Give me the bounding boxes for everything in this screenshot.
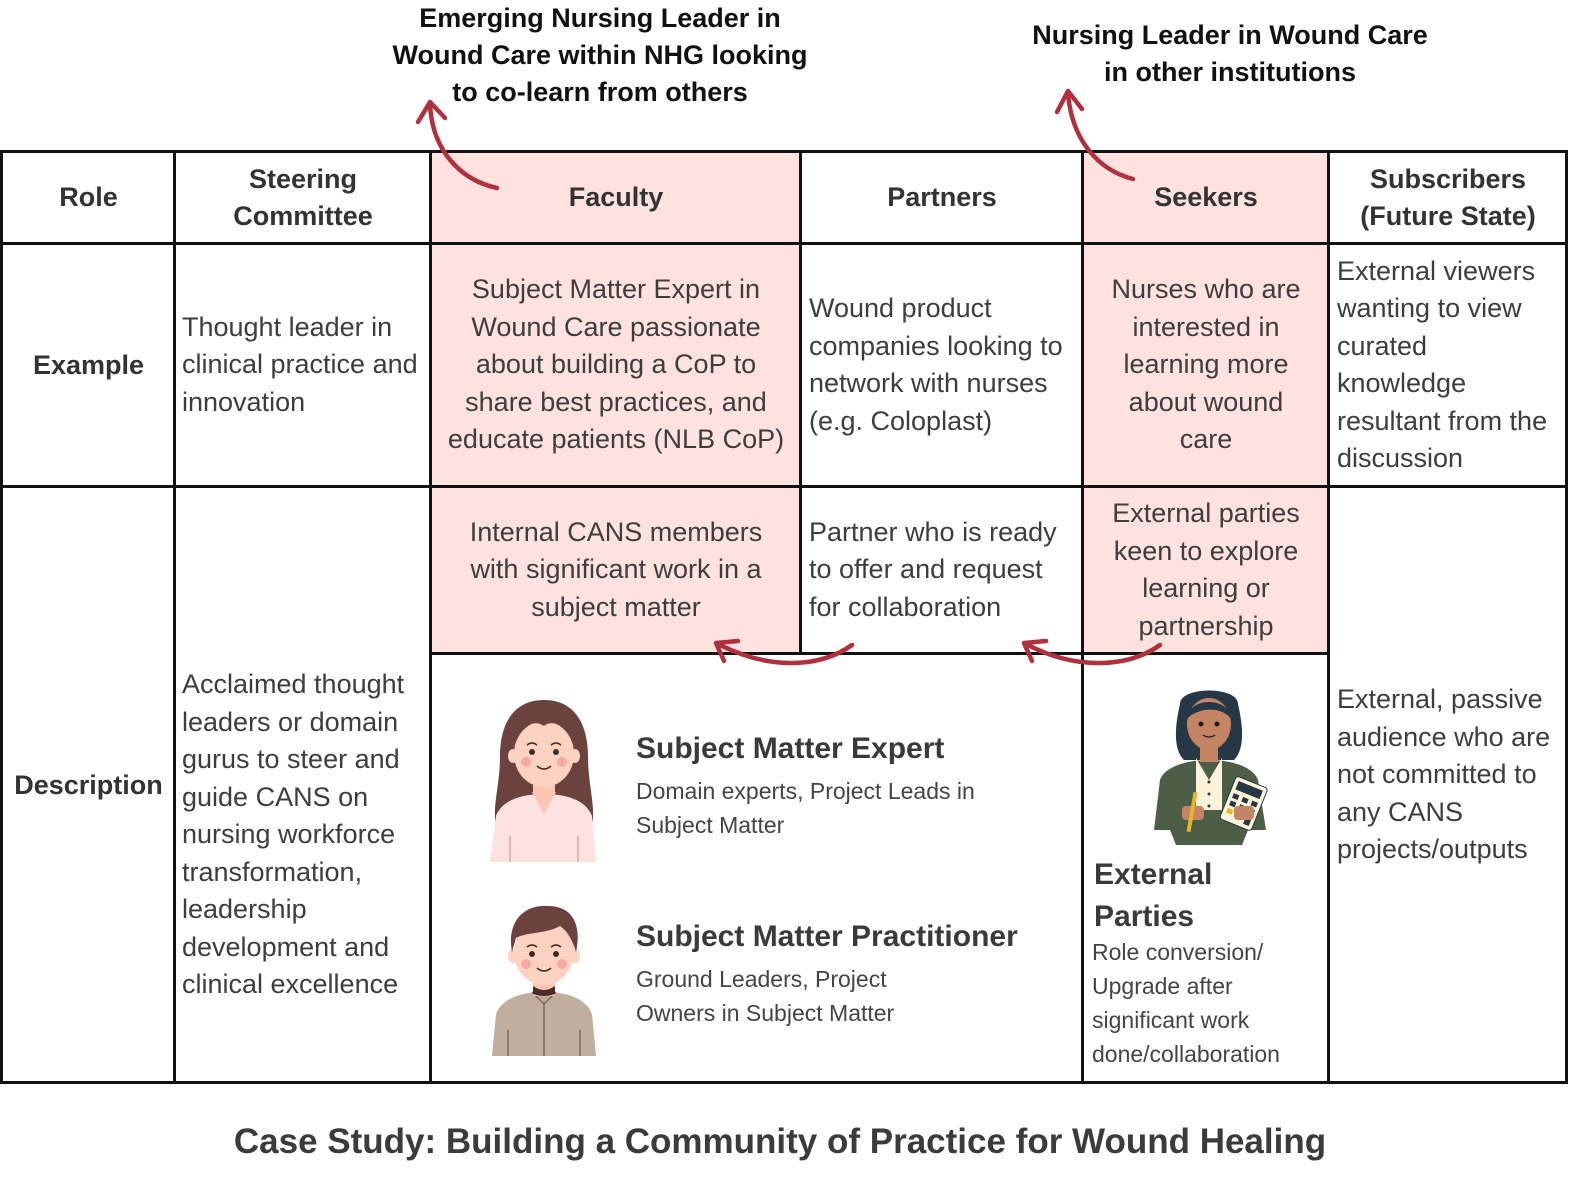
- column-header-partners: Partners: [887, 182, 997, 212]
- table-divider-inner-description: [430, 652, 1330, 655]
- persona-subject-matter-practitioner: Subject Matter Practitioner Ground Leade…: [486, 894, 1066, 1059]
- seekers-callout: Nursing Leader in Wound Care in other in…: [1032, 20, 1428, 87]
- persona-description: Domain experts, Project Leads in Subject…: [636, 778, 975, 838]
- businesswoman-calculator-avatar-icon: [1154, 690, 1268, 845]
- faculty-callout: Emerging Nursing Leader in Wound Care wi…: [392, 3, 808, 107]
- persona-description: Role conversion/ Upgrade after significa…: [1092, 939, 1280, 1067]
- persona-name: External Parties: [1094, 858, 1213, 933]
- table-border-right: [1565, 150, 1568, 1084]
- column-header-faculty: Faculty: [568, 182, 664, 212]
- subscribers-description: External, passive audience who are not c…: [1337, 684, 1551, 865]
- persona-name: Subject Matter Expert: [636, 732, 945, 765]
- faculty-example: Subject Matter Expert in Wound Care pass…: [447, 274, 785, 455]
- subscribers-example: External viewers wanting to view curated…: [1337, 255, 1548, 474]
- table-border-left: [0, 150, 3, 1084]
- table-border-top: [0, 150, 1568, 153]
- persona-external-parties: External Parties Role conversion/ Upgrad…: [1086, 680, 1326, 1080]
- persona-subject-matter-expert: Subject Matter Expert Domain experts, Pr…: [486, 696, 1046, 866]
- partners-example: Wound product companies looking to netwo…: [809, 293, 1063, 436]
- persona-name: Subject Matter Practitioner: [636, 920, 1018, 953]
- seekers-example: Nurses who are interested in learning mo…: [1111, 274, 1301, 455]
- column-header-subscribers: Subscribers (Future State): [1360, 163, 1536, 231]
- row-header-example: Example: [32, 349, 145, 380]
- table-col-divider: [173, 150, 176, 1084]
- diagram-title: Case Study: Building a Community of Prac…: [233, 1122, 1327, 1161]
- table-col-divider: [1081, 150, 1084, 1084]
- persona-description: Ground Leaders, Project Owners in Subjec…: [636, 966, 895, 1026]
- column-header-seekers: Seekers: [1154, 182, 1258, 212]
- table-divider-example: [0, 485, 1568, 488]
- table-divider-header: [0, 242, 1568, 245]
- faculty-description-bg: [432, 488, 800, 652]
- table-col-divider: [799, 150, 802, 655]
- table-border-bottom: [0, 1081, 1568, 1084]
- partners-description: Partner who is ready to offer and reques…: [809, 516, 1057, 622]
- seekers-example-bg: [1084, 245, 1328, 485]
- faculty-description: Internal CANS members with significant w…: [469, 516, 763, 622]
- row-header-description: Description: [14, 769, 163, 800]
- table-col-divider: [1327, 150, 1330, 1084]
- woman-expert-avatar-icon: [490, 700, 596, 862]
- seekers-description-bg: [1084, 488, 1328, 652]
- man-practitioner-avatar-icon: [492, 905, 596, 1056]
- row-header-role: Role: [59, 182, 118, 212]
- faculty-example-bg: [432, 245, 800, 485]
- seekers-description: External parties keen to explore learnin…: [1112, 498, 1300, 641]
- steering-committee-description: Acclaimed thought leaders or domain guru…: [182, 669, 405, 1000]
- table-col-divider: [429, 150, 432, 1084]
- steering-committee-example: Thought leader in clinical practice and …: [182, 311, 418, 417]
- column-header-steering-committee: Steering Committee: [233, 163, 373, 231]
